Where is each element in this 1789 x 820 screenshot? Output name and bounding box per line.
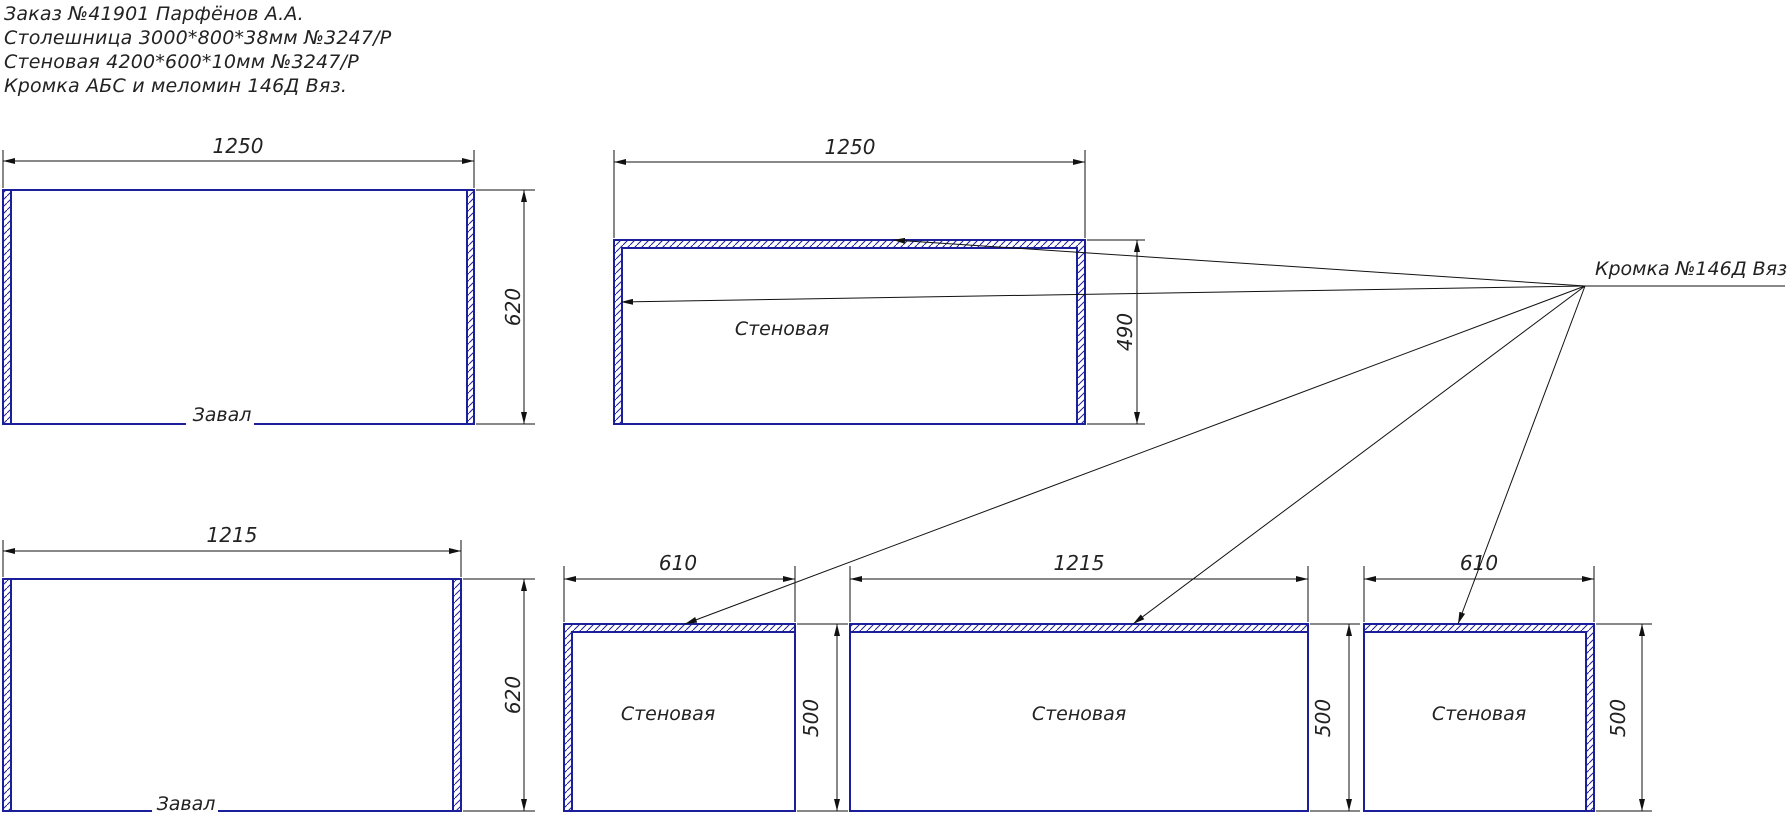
width-dimension: 1215 (207, 523, 258, 547)
height-dimension: 500 (799, 699, 823, 737)
fall-edge-label: Завал (157, 793, 216, 815)
height-dimension: 620 (501, 676, 525, 714)
wall-panel-part-610-b: 610 500 Стеновая (1363, 551, 1652, 812)
edge-band-right (467, 191, 474, 423)
edge-band-top (615, 241, 1084, 248)
edge-band-top (851, 625, 1307, 632)
worktop-part-1215: 1215 620 Завал (2, 523, 535, 818)
leader-line (892, 237, 1586, 287)
wall-panel-1250-outline (613, 239, 1086, 425)
width-dimension: 610 (1460, 551, 1498, 575)
wall-panel-part-1215: 1215 500 Стеновая (849, 551, 1360, 812)
width-dimension: 1250 (213, 134, 264, 158)
wall-panel-label: Стеновая (1032, 703, 1126, 725)
leader-line (1132, 285, 1586, 625)
edge-band-top (565, 625, 794, 632)
wall-panel-label: Стеновая (621, 703, 715, 725)
worktop-1250-outline (2, 189, 475, 425)
edge-band-left (615, 248, 622, 423)
leader-line (684, 285, 1586, 625)
leader-line (1457, 285, 1586, 625)
edge-band-left (4, 191, 11, 423)
edge-band-right (1586, 632, 1593, 810)
wall-panel-610-outline (1363, 623, 1595, 812)
wall-panel-part-1250: 1250 490 Стеновая (613, 135, 1145, 425)
width-dimension: 1215 (1054, 551, 1105, 575)
worktop-spec: Столешница 3000*800*38мм №3247/Р (4, 27, 392, 49)
edge-banding-callout: Кромка №146Д Вяз (620, 237, 1787, 625)
order-title: Заказ №41901 Парфёнов А.А. (4, 3, 304, 25)
wall-panel-part-610-a: 610 500 Стеновая (563, 551, 848, 812)
worktop-1215-outline (2, 578, 462, 812)
wall-panel-1215-outline (849, 623, 1309, 812)
height-dimension: 490 (1113, 313, 1137, 351)
fall-edge-label: Завал (193, 404, 252, 426)
wall-panel-label: Стеновая (735, 318, 829, 340)
height-dimension: 620 (501, 288, 525, 326)
wall-panel-610-outline (563, 623, 796, 812)
edge-band-left (565, 632, 572, 810)
edge-band-right (1077, 248, 1084, 423)
edge-band-left (4, 580, 11, 810)
wall-panel-label: Стеновая (1432, 703, 1526, 725)
edge-banding-spec: Кромка АБС и меломин 146Д Вяз. (4, 75, 348, 97)
worktop-part-1250: 1250 620 Завал (2, 134, 535, 432)
wall-panel-spec: Стеновая 4200*600*10мм №3247/Р (4, 51, 359, 73)
callout-label: Кромка №146Д Вяз (1595, 258, 1787, 280)
width-dimension: 610 (659, 551, 697, 575)
height-dimension: 500 (1311, 699, 1335, 737)
width-dimension: 1250 (825, 135, 876, 159)
edge-band-right (453, 580, 460, 810)
leader-line (620, 285, 1586, 305)
edge-band-top (1365, 625, 1593, 632)
height-dimension: 500 (1606, 699, 1630, 737)
